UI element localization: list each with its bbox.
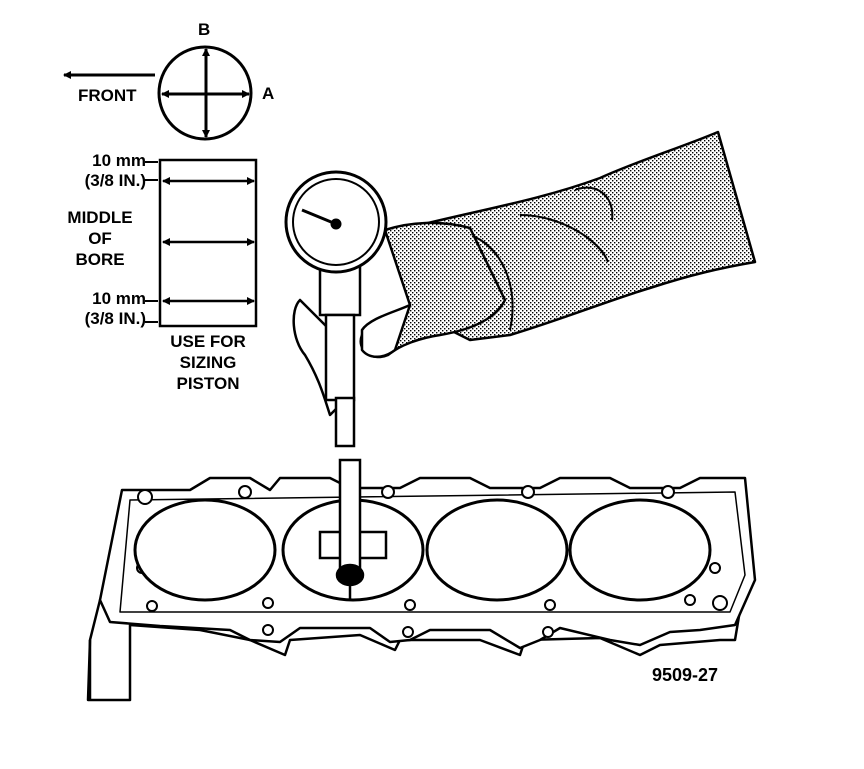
dial-indicator — [284, 170, 388, 448]
label-use-for: USE FOR — [170, 332, 246, 351]
label-bottom-mm: 10 mm — [92, 289, 146, 308]
label-bottom-in: (3/8 IN.) — [84, 309, 146, 328]
gauge-contact-head — [335, 563, 365, 587]
label-top-in: (3/8 IN.) — [84, 171, 146, 190]
gasket-bolt-holes — [136, 485, 728, 638]
label-a: A — [262, 84, 275, 103]
cylinder-bores — [133, 498, 712, 602]
cylinder-bore-4 — [568, 498, 712, 602]
label-b: B — [198, 20, 211, 39]
label-middle-3: BORE — [75, 250, 125, 269]
label-piston: PISTON — [176, 374, 240, 393]
dial-needle — [301, 208, 337, 226]
bore-section-diagram — [145, 158, 258, 328]
cylinder-bore-3 — [425, 498, 569, 602]
label-sizing: SIZING — [179, 353, 237, 372]
label-front: FRONT — [78, 86, 137, 105]
gauge-extension — [334, 396, 356, 448]
gauge-shaft — [338, 458, 362, 577]
gauge-handle — [324, 313, 356, 402]
label-top-mm: 10 mm — [92, 151, 146, 170]
bore-circle — [157, 45, 253, 141]
bore-gauge-probe — [318, 458, 388, 600]
label-middle-1: MIDDLE — [67, 208, 133, 227]
direction-diagram — [63, 45, 253, 141]
thumb — [360, 303, 412, 358]
bore-section-rect — [158, 158, 258, 328]
label-middle-2: OF — [88, 229, 112, 248]
cylinder-bore-1 — [133, 498, 277, 602]
hand-and-sleeve — [292, 130, 757, 417]
sleeve — [418, 130, 757, 342]
figure-id: 9509-27 — [652, 665, 719, 685]
